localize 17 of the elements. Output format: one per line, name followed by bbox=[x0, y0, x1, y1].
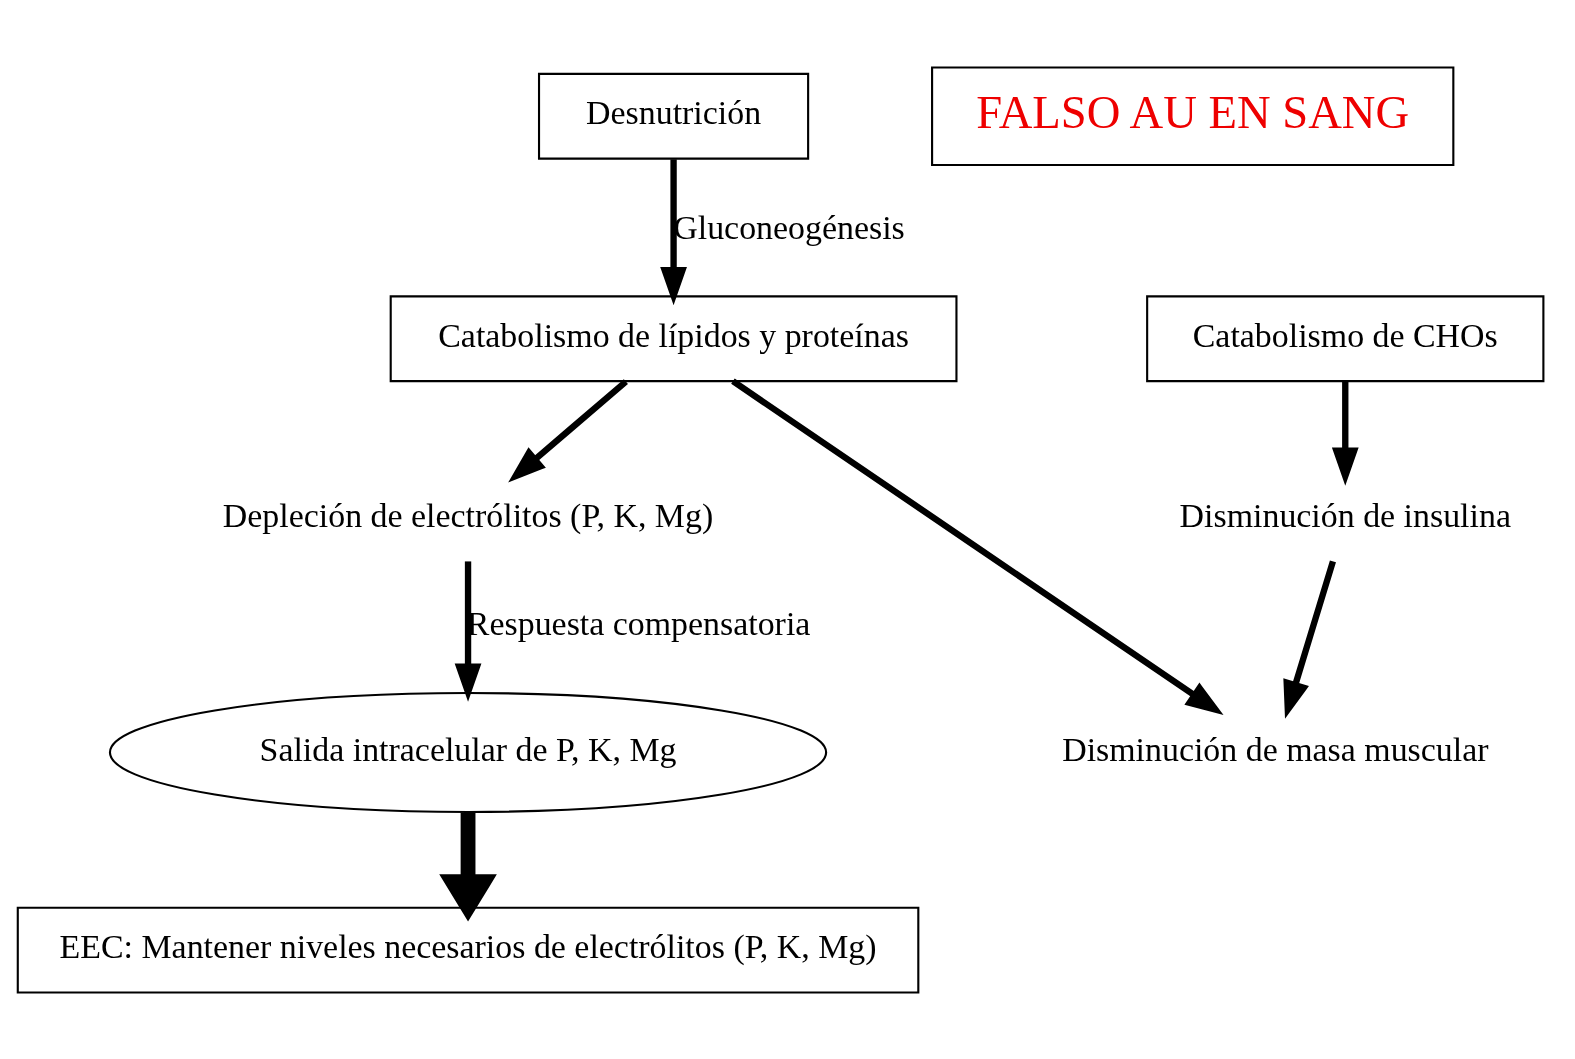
node-box: Desnutrición bbox=[537, 72, 809, 160]
arrow bbox=[1331, 381, 1359, 486]
arrow bbox=[507, 378, 628, 482]
node-box: FALSO AU EN SANG bbox=[930, 65, 1454, 166]
node-text: Depleción de electrólitos (P, K, Mg) bbox=[222, 496, 713, 534]
edge-label: Respuesta compensatoria bbox=[466, 604, 810, 642]
arrow bbox=[454, 560, 481, 702]
node-ellipse: Salida intracelular de P, K, Mg bbox=[108, 691, 827, 813]
node-box: Catabolismo de lípidos y proteínas bbox=[389, 294, 957, 382]
node-box: Catabolismo de CHOs bbox=[1145, 294, 1544, 382]
arrow bbox=[730, 378, 1223, 715]
arrow bbox=[1282, 559, 1336, 719]
node-text: Disminución de insulina bbox=[1179, 496, 1511, 534]
arrow bbox=[438, 812, 497, 921]
arrow bbox=[659, 158, 687, 305]
node-box: EEC: Mantener niveles necesarios de electrólitos (P, K, Mg) bbox=[16, 906, 919, 994]
node-text: Disminución de masa muscular bbox=[1061, 730, 1489, 768]
